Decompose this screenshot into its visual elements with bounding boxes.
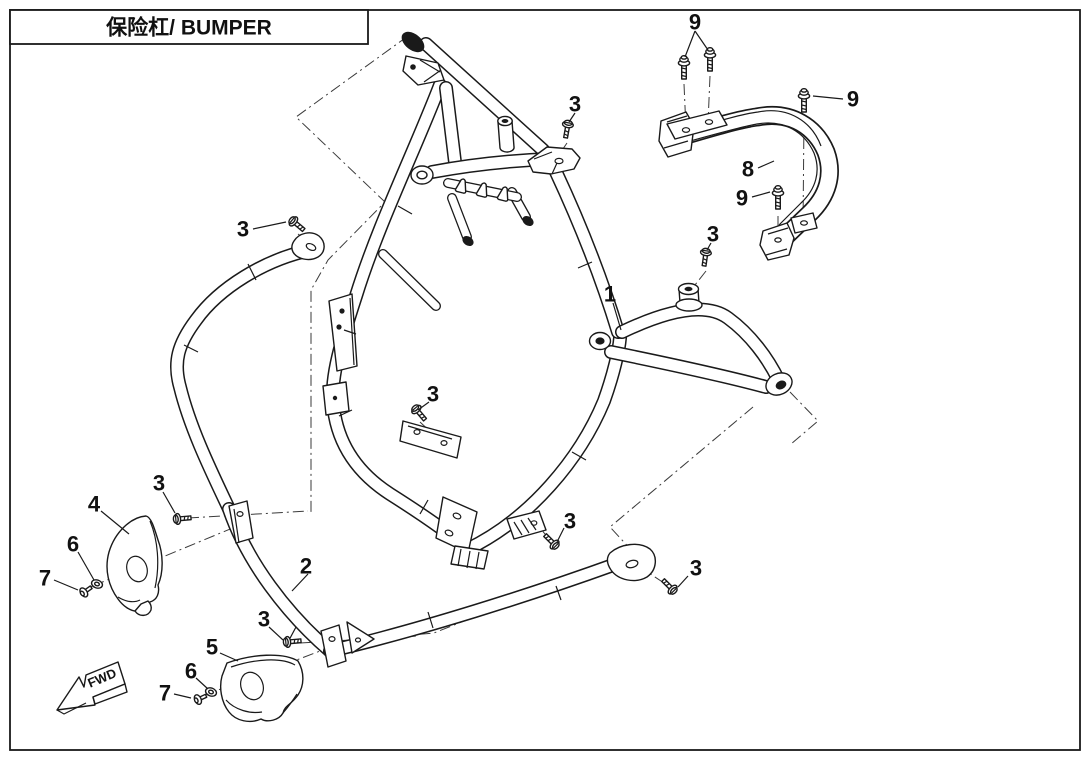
callout-label: 5	[206, 635, 218, 660]
frame-left-block	[322, 381, 350, 416]
leader-lines	[53, 30, 844, 699]
callout-label: 3	[690, 556, 702, 581]
fwd-direction-marker: FWD	[56, 661, 128, 715]
callout-label: 9	[736, 186, 748, 211]
callout-label: 6	[67, 532, 79, 557]
callout-label: 2	[300, 554, 312, 579]
callout-labels: 9 9 8 9 3 3 3 1 3 3 4 3 6 2 3 7 3 5 6 7	[39, 10, 859, 706]
part-1-main-bumper-frame	[322, 31, 793, 570]
callout-label: 1	[604, 282, 616, 307]
part-4-cover	[106, 515, 163, 617]
callout-label: 7	[39, 566, 51, 591]
frame-top-cap	[401, 31, 425, 53]
frame-left-plate	[328, 293, 358, 372]
frame-junction-bushing	[588, 331, 612, 351]
callout-label: 3	[258, 607, 270, 632]
frame-footpeg-bracket	[506, 510, 547, 540]
callout-label: 6	[185, 659, 197, 684]
diagram-title: 保险杠/ BUMPER	[105, 16, 272, 40]
part-2-lower-bumper-tube	[170, 232, 656, 668]
callout-label: 8	[742, 157, 754, 182]
page-border	[9, 9, 1081, 751]
callout-label: 9	[847, 87, 859, 112]
title-block: 保险杠/ BUMPER	[9, 9, 369, 45]
part-2-bend-bracket	[320, 621, 375, 668]
callout-label: 3	[569, 92, 581, 117]
frame-bracket-arm	[399, 420, 462, 459]
part-5-cover	[220, 654, 304, 723]
callout-label: 3	[564, 509, 576, 534]
callout-label: 3	[707, 222, 719, 247]
part-2-upper-bracket	[228, 500, 254, 544]
frame-flat-bracket	[527, 146, 581, 175]
callout-label: 9	[689, 10, 701, 35]
callout-label: 3	[153, 471, 165, 496]
part-8-grab-bar	[658, 106, 839, 261]
callout-label: 4	[88, 492, 101, 517]
frame-end-boss	[765, 372, 793, 396]
callout-label: 3	[237, 217, 249, 242]
callout-label: 3	[427, 382, 439, 407]
frame-top-bracket	[402, 55, 445, 86]
frame-bushing-barrel	[410, 165, 434, 185]
frame-tophat-mount	[675, 282, 703, 312]
frame-bushing-cylinder	[497, 115, 515, 153]
frame-bottom-bracket	[450, 545, 489, 570]
callout-label: 7	[159, 681, 171, 706]
